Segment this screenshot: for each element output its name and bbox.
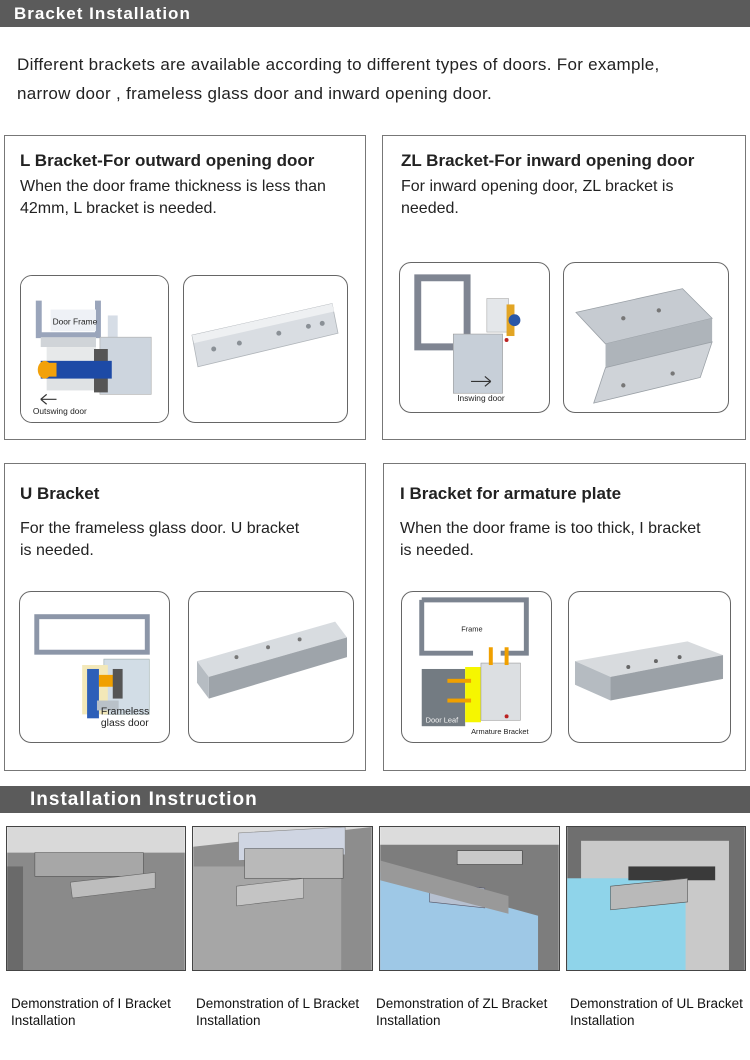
intro-line-1: Different brackets are available accordi… <box>17 55 660 74</box>
zl-bracket-diagram: Inswing door <box>399 262 550 413</box>
card-description: When the door frame is too thick, I brac… <box>400 518 701 562</box>
intro-line-2: narrow door , frameless glass door and i… <box>17 84 493 103</box>
card-desc-line: 42mm, L bracket is needed. <box>20 200 217 217</box>
demo-photo-zl-bracket <box>379 826 560 971</box>
l-bracket-photo <box>183 275 348 423</box>
card-desc-line: needed. <box>401 200 459 217</box>
caption-line: Installation <box>11 1013 76 1028</box>
card-description: For the frameless glass door. U bracket … <box>20 518 299 562</box>
diagram-label: Outswing door <box>33 406 87 416</box>
demo-photo-svg <box>7 827 185 970</box>
zl-bracket-diagram-svg: Inswing door <box>414 274 521 403</box>
caption-line: Demonstration of L Bracket <box>196 996 360 1011</box>
card-desc-line: When the door frame is too thick, I brac… <box>400 520 701 537</box>
demo-caption: Demonstration of ZL Bracket Installation <box>376 995 547 1029</box>
caption-line: Installation <box>196 1013 261 1028</box>
demo-photo-l-bracket <box>192 826 373 971</box>
section-header-bracket-installation: Bracket Installation <box>0 0 750 27</box>
demo-photo-ul-bracket <box>566 826 746 971</box>
intro-paragraph: Different brackets are available accordi… <box>17 50 742 108</box>
u-bracket-card: U Bracket For the frameless glass door. … <box>4 463 366 771</box>
card-title: I Bracket for armature plate <box>400 484 622 503</box>
l-bracket-diagram-svg: Door Frame Outswing door <box>21 276 168 422</box>
diagram-label: Frame <box>461 624 482 633</box>
i-bracket-photo <box>568 591 731 743</box>
demo-photo-svg <box>567 827 745 970</box>
i-bracket-photo-svg <box>574 641 724 701</box>
card-desc-line: When the door frame thickness is less th… <box>20 178 326 195</box>
section-title: Bracket Installation <box>14 3 191 23</box>
caption-line: Installation <box>376 1013 441 1028</box>
diagram-label: Frameless <box>101 706 149 717</box>
demo-photo-svg <box>380 827 559 970</box>
card-desc-line: For the frameless glass door. U bracket <box>20 520 300 537</box>
diagram-label: Door Leaf <box>426 715 459 724</box>
u-bracket-diagram-svg: Frameless glass door <box>34 614 150 729</box>
diagram-label: Inswing door <box>457 393 505 403</box>
zl-bracket-photo <box>563 262 729 413</box>
section-title: Installation Instruction <box>30 788 258 810</box>
caption-line: Demonstration of UL Bracket <box>570 996 743 1011</box>
demo-photo-svg <box>193 827 372 970</box>
diagram-label: Door Frame <box>53 316 98 326</box>
card-desc-line: For inward opening door, ZL bracket is <box>401 178 674 195</box>
caption-line: Installation <box>570 1013 635 1028</box>
caption-line: Demonstration of I Bracket <box>11 996 171 1011</box>
demo-caption: Demonstration of I Bracket Installation <box>11 995 171 1029</box>
caption-line: Demonstration of ZL Bracket <box>376 996 548 1011</box>
demo-photo-i-bracket <box>6 826 186 971</box>
card-description: For inward opening door, ZL bracket is n… <box>401 176 673 220</box>
card-desc-line: is needed. <box>400 542 474 559</box>
l-bracket-diagram: Door Frame Outswing door <box>20 275 169 423</box>
card-title: U Bracket <box>20 484 100 503</box>
i-bracket-diagram-svg: Frame Door Leaf Armature Bracket <box>419 597 529 736</box>
l-bracket-card: L Bracket-For outward opening door When … <box>4 135 366 440</box>
diagram-label: glass door <box>101 718 149 729</box>
card-title: ZL Bracket-For inward opening door <box>401 151 695 170</box>
i-bracket-diagram: Frame Door Leaf Armature Bracket <box>401 591 552 743</box>
i-bracket-card: I Bracket for armature plate When the do… <box>383 463 746 771</box>
card-title: L Bracket-For outward opening door <box>20 151 315 170</box>
demo-caption: Demonstration of UL Bracket Installation <box>570 995 743 1029</box>
diagram-label: Armature Bracket <box>471 727 529 736</box>
zl-bracket-photo-svg <box>575 288 713 404</box>
card-description: When the door frame thickness is less th… <box>20 176 326 220</box>
zl-bracket-card: ZL Bracket-For inward opening door For i… <box>382 135 746 440</box>
u-bracket-diagram: Frameless glass door <box>19 591 170 743</box>
card-desc-line: is needed. <box>20 542 94 559</box>
l-bracket-photo-svg <box>191 303 339 368</box>
u-bracket-photo <box>188 591 354 743</box>
u-bracket-photo-svg <box>196 621 347 699</box>
section-header-installation-instruction: Installation Instruction <box>0 786 750 813</box>
demo-caption: Demonstration of L Bracket Installation <box>196 995 359 1029</box>
